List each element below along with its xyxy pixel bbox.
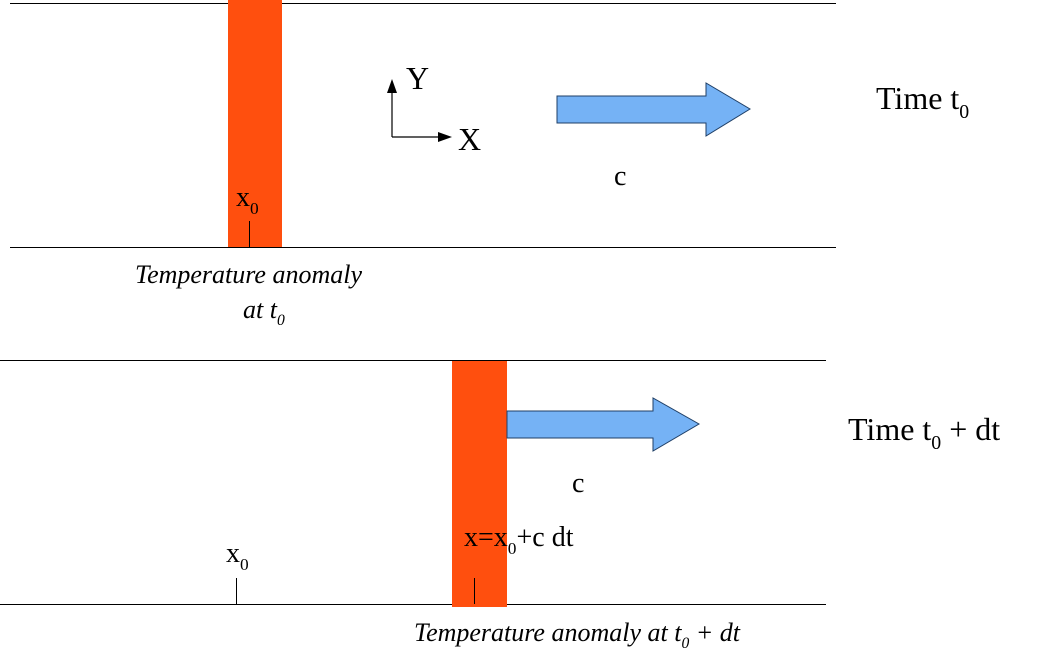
time-label-bottom-sub: 0 [931,431,942,454]
time-label-bottom: Time t0 + dt [848,411,1001,453]
caption-bottom-sub: 0 [681,635,690,653]
bottom-panel-lower-boundary [0,604,826,605]
coordinate-axes-icon [387,79,452,142]
x0-label-bottom: x0 [226,538,249,573]
bottom-panel-upper-boundary [0,360,826,361]
x-new-tick [474,578,475,604]
velocity-label-bottom: c [572,468,585,499]
time-label-top-sub: 0 [959,100,970,123]
axis-x-label: X [458,121,482,157]
x0-tick-top [249,221,250,247]
new-position-label-prefix: x=x [464,522,508,553]
new-position-label-suffix: +c dt [516,522,574,553]
caption-top-line1: Temperature anomaly [135,260,363,289]
flow-arrow-top-icon [556,82,751,137]
x0-label-bottom-sub: 0 [240,554,249,574]
caption-top-line2-text: at t [243,295,277,324]
caption-top-line2: at t0 [243,295,285,329]
top-panel-lower-boundary [10,247,836,248]
axis-y-label: Y [406,60,430,96]
caption-bottom-suffix: + dt [689,618,741,647]
time-label-top-text: Time t [876,80,960,116]
caption-top-line2-sub: 0 [276,312,285,330]
time-label-bottom-suffix: + dt [941,411,1001,447]
new-position-label-sub: 0 [507,538,517,558]
x0-label-bottom-text: x [226,538,240,569]
new-position-label: x=x0+c dt [464,522,574,557]
time-label-bottom-text: Time t [848,411,932,447]
velocity-label-top: c [614,161,627,192]
x0-label-top: x0 [236,182,259,217]
temperature-anomaly-bar-t0 [228,0,282,247]
time-label-top: Time t0 [876,80,969,122]
x0-tick-bottom [236,578,237,604]
top-panel-upper-boundary [10,3,836,4]
caption-bottom: Temperature anomaly at t0 + dt [414,618,741,652]
x0-label-top-text: x [236,182,250,213]
temperature-anomaly-bar-t0-dt [452,361,507,607]
flow-arrow-bottom-icon [506,397,701,452]
x0-label-top-sub: 0 [250,198,259,218]
caption-bottom-text: Temperature anomaly at t [414,618,682,647]
